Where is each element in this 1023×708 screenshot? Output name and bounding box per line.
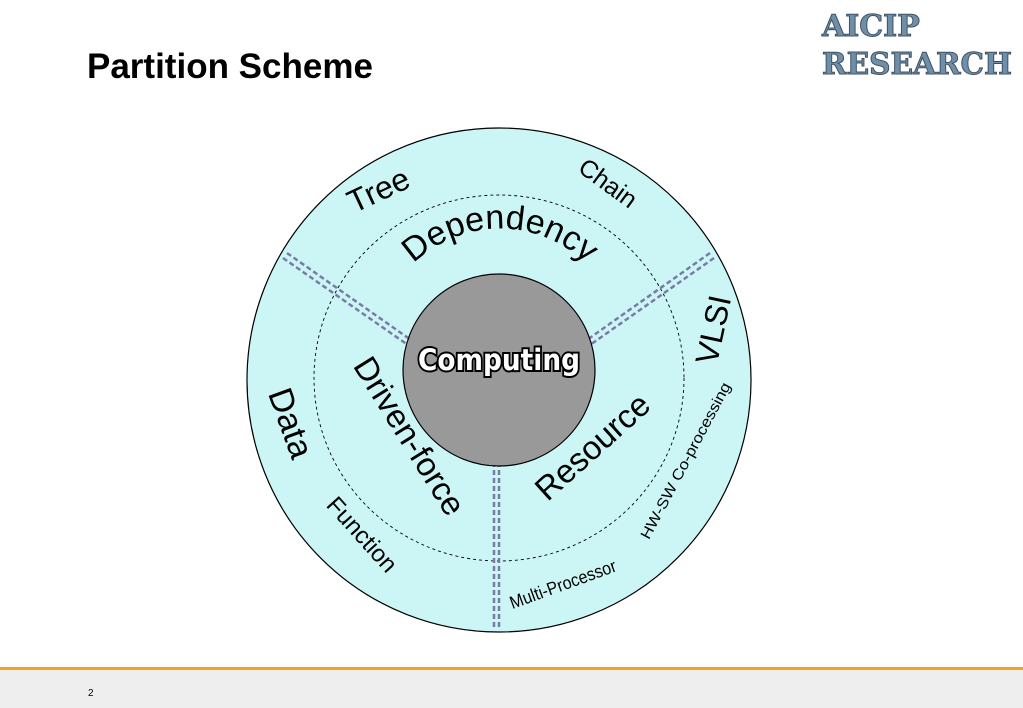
sector-dividers [282,251,715,630]
footer-accent-line [0,667,1023,670]
center-label-shadow: Computing [418,343,580,377]
page-number: 2 [88,688,94,699]
divider-right [579,256,715,354]
center-label: Computing [418,343,580,377]
divider-left [282,256,419,354]
aicip-research-logo: AICIP RESEARCH [821,9,1013,81]
divider-right-2 [576,251,711,349]
slide-title: Partition Scheme [87,47,373,86]
divider-left-2 [286,251,422,349]
logo-line-aicip: AICIP [821,9,920,44]
logo-line-research: RESEARCH [822,47,1012,80]
footer-bar: 2 [0,670,1023,708]
core-circle [402,273,596,467]
